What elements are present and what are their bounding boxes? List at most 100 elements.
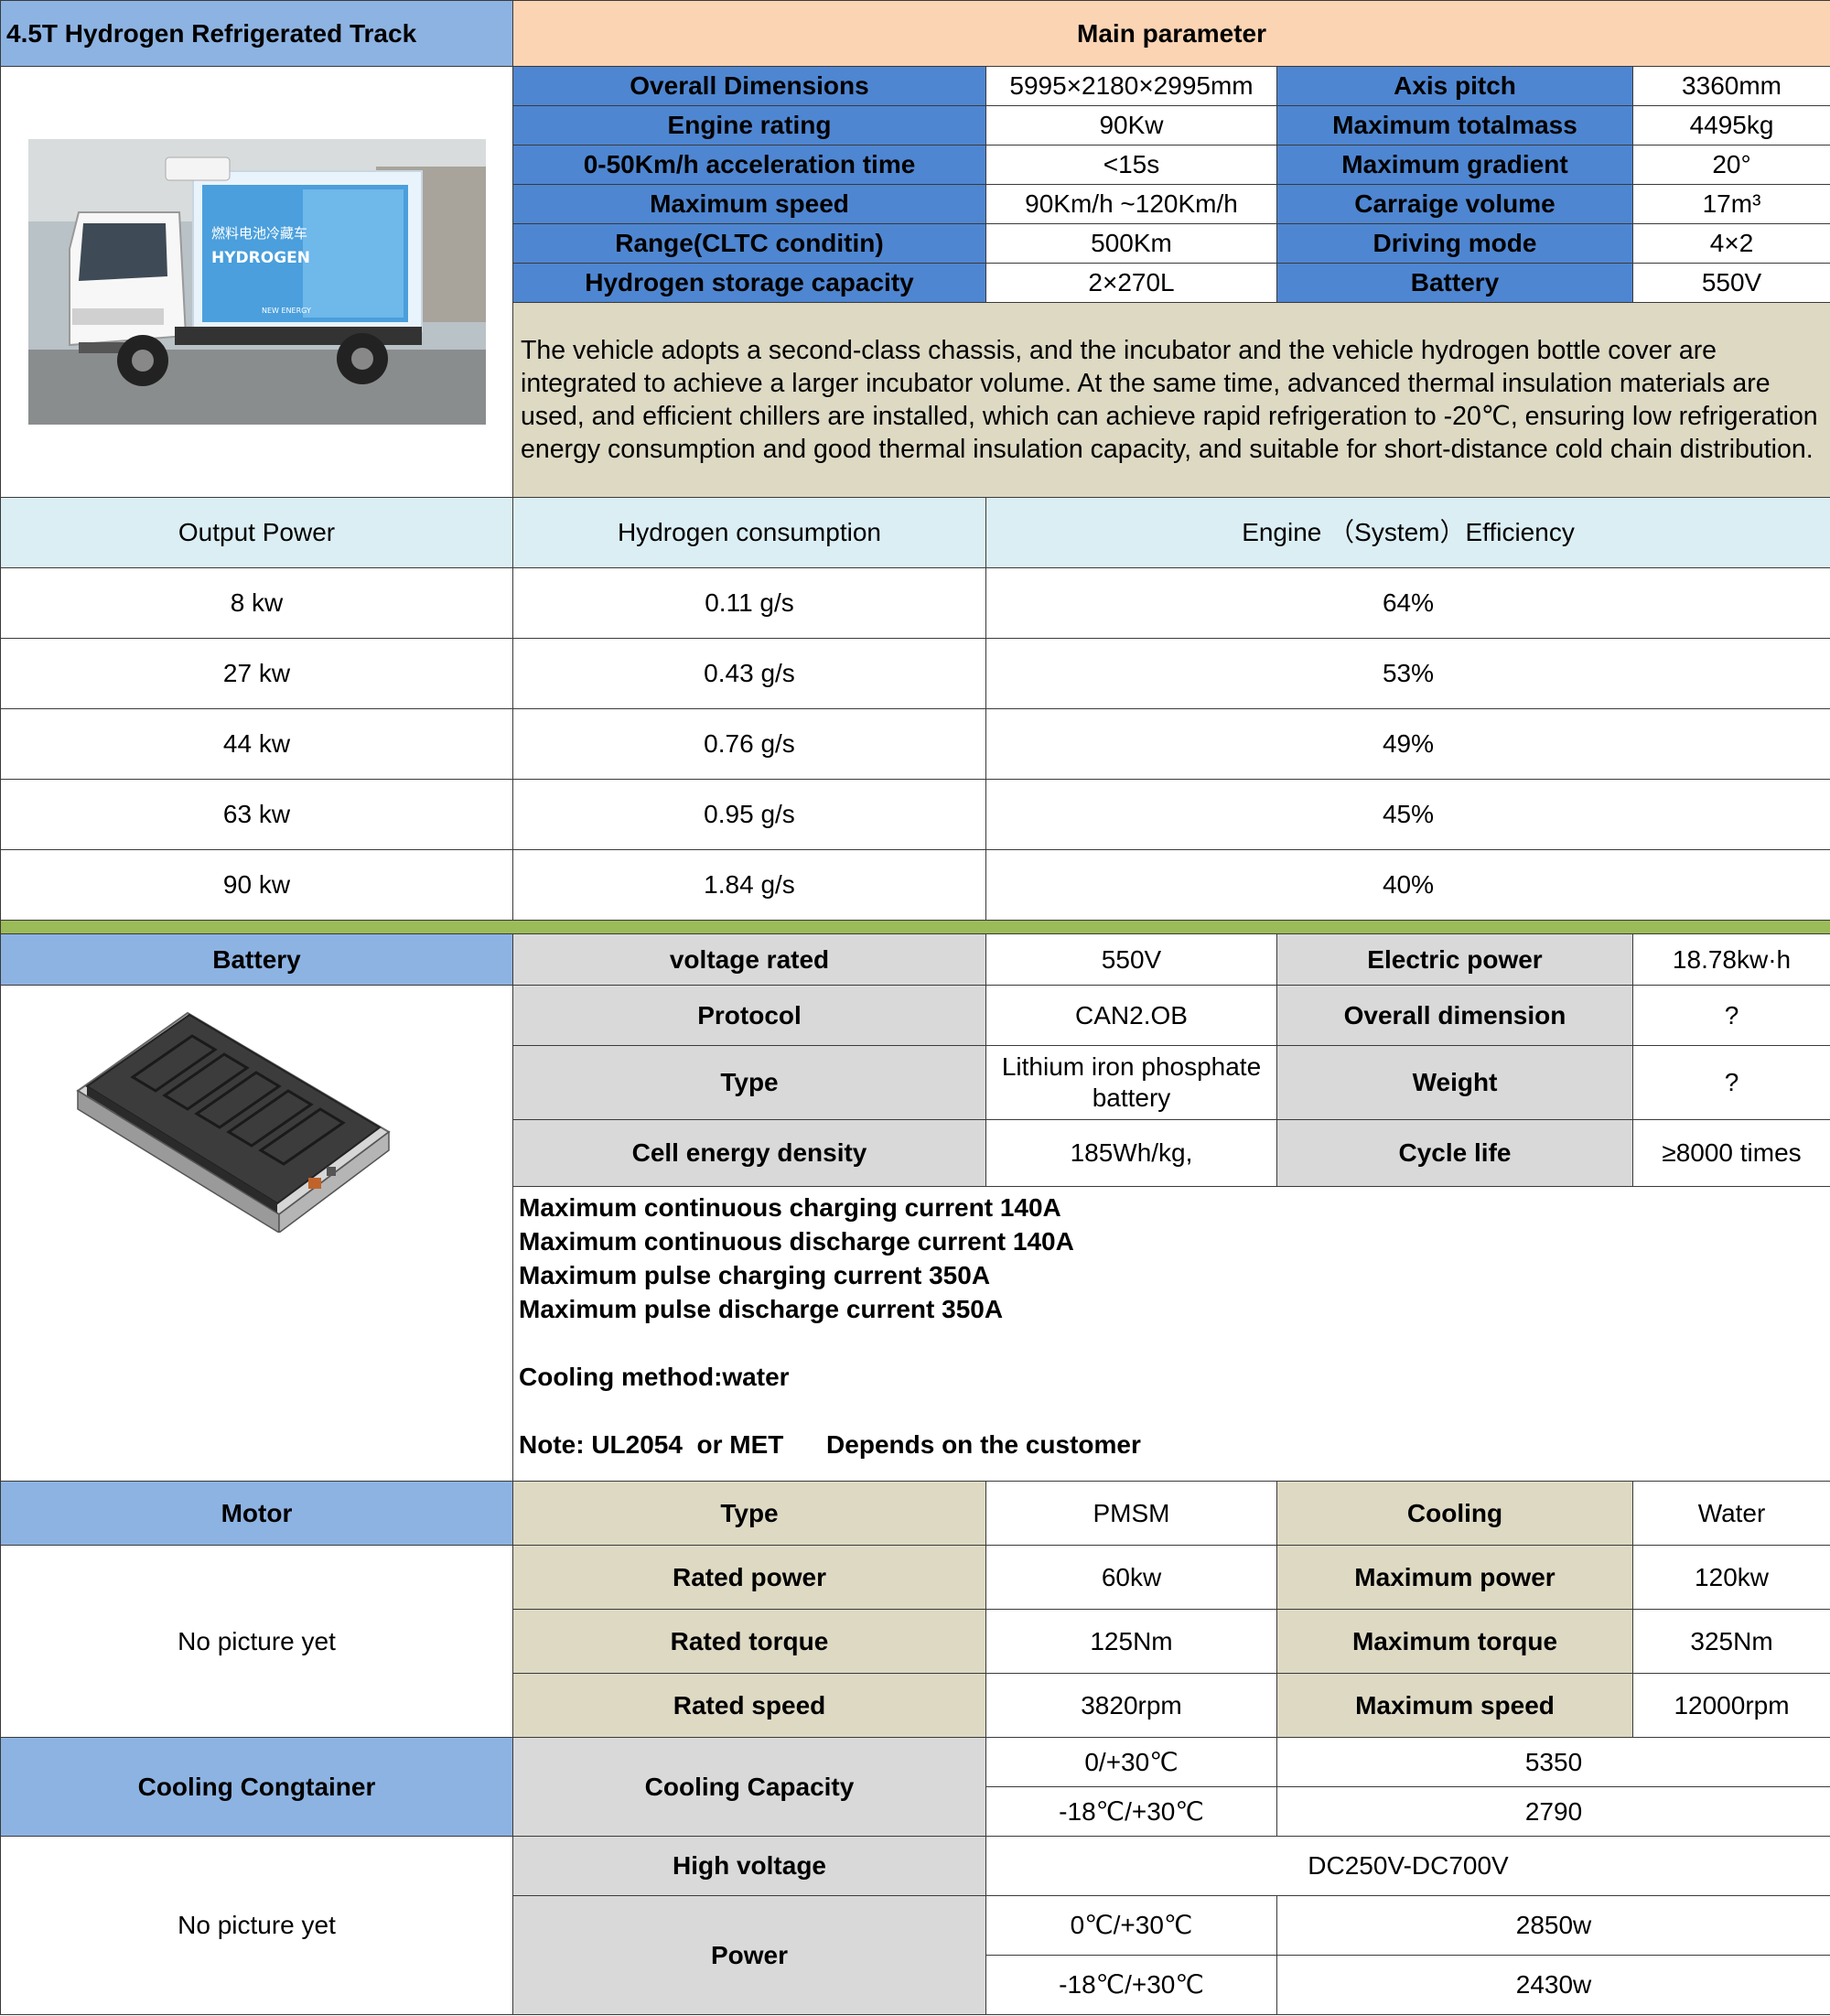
cooling-capacity-condition: 0/+30℃: [985, 1737, 1277, 1787]
param-value: 3360mm: [1631, 66, 1830, 106]
high-voltage-value: DC250V-DC700V: [985, 1836, 1830, 1896]
power-condition: -18℃/+30℃: [985, 1955, 1277, 2015]
param-label: Carraige volume: [1276, 184, 1633, 224]
perf-output: 90 kw: [0, 849, 513, 921]
battery-label: Cycle life: [1276, 1119, 1633, 1187]
battery-note-line: Maximum continuous charging current 140A: [519, 1193, 1061, 1222]
power-condition: 0℃/+30℃: [985, 1895, 1277, 1956]
param-label: Driving mode: [1276, 223, 1633, 264]
battery-value: ≥8000 times: [1631, 1119, 1830, 1187]
high-voltage-label: High voltage: [512, 1836, 986, 1896]
battery-header: Battery: [0, 933, 513, 986]
param-label: Hydrogen storage capacity: [512, 263, 986, 303]
battery-note-line: Note: UL2054 or MET Depends on the custo…: [519, 1430, 1141, 1459]
perf-header-efficiency: Engine （System）Efficiency: [985, 497, 1830, 568]
perf-efficiency: 53%: [985, 638, 1830, 709]
battery-value: 185Wh/kg,: [985, 1119, 1277, 1187]
power-value: 2430w: [1276, 1955, 1830, 2015]
param-label: 0-50Km/h acceleration time: [512, 145, 986, 185]
truck-label-energy: NEW ENERGY: [262, 307, 311, 315]
motor-value: 125Nm: [985, 1609, 1277, 1674]
truck-label-cn: 燃料电池冷藏车: [211, 225, 307, 242]
motor-value: Water: [1631, 1481, 1830, 1546]
power-value: 2850w: [1276, 1895, 1830, 1956]
perf-consumption: 0.11 g/s: [512, 567, 986, 639]
perf-output: 63 kw: [0, 779, 513, 850]
sheet-title: 4.5T Hydrogen Refrigerated Track: [0, 0, 513, 67]
perf-efficiency: 40%: [985, 849, 1830, 921]
cooling-picture-placeholder: No picture yet: [0, 1836, 513, 2015]
motor-value: 60kw: [985, 1545, 1277, 1610]
param-label: Range(CLTC conditin): [512, 223, 986, 264]
battery-value: Lithium iron phosphate battery: [985, 1045, 1277, 1120]
motor-label: Rated torque: [512, 1609, 986, 1674]
param-value: 5995×2180×2995mm: [985, 66, 1277, 106]
motor-header: Motor: [0, 1481, 513, 1546]
param-value: 500Km: [985, 223, 1277, 264]
section-divider: [0, 920, 1830, 934]
battery-note-line: Maximum pulse charging current 350A: [519, 1261, 991, 1289]
perf-header-output: Output Power: [0, 497, 513, 568]
param-label: Engine rating: [512, 105, 986, 146]
motor-label: Cooling: [1276, 1481, 1633, 1546]
param-value: 90Kw: [985, 105, 1277, 146]
table-row: 90 kw 1.84 g/s 40%: [0, 849, 1830, 921]
motor-label: Rated speed: [512, 1673, 986, 1738]
table-row: 44 kw 0.76 g/s 49%: [0, 708, 1830, 780]
battery-label: Cell energy density: [512, 1119, 986, 1187]
motor-picture-placeholder: No picture yet: [0, 1545, 513, 1738]
battery-value: ?: [1631, 985, 1830, 1046]
vehicle-description: The vehicle adopts a second-class chassi…: [511, 302, 1830, 498]
motor-value: 12000rpm: [1631, 1673, 1830, 1738]
motor-label: Maximum torque: [1276, 1609, 1633, 1674]
table-row: 63 kw 0.95 g/s 45%: [0, 779, 1830, 850]
battery-label: Weight: [1276, 1045, 1633, 1120]
battery-pack-image: [76, 1011, 391, 1233]
battery-value: 18.78kw·h: [1631, 933, 1830, 986]
cooling-capacity-condition: -18℃/+30℃: [985, 1786, 1277, 1837]
cooling-capacity-value: 5350: [1276, 1737, 1830, 1787]
param-value: 90Km/h ~120Km/h: [985, 184, 1277, 224]
battery-note-line: Maximum pulse discharge current 350A: [519, 1295, 1004, 1323]
param-value: 17m³: [1631, 184, 1830, 224]
motor-value: 325Nm: [1631, 1609, 1830, 1674]
param-label: Maximum speed: [512, 184, 986, 224]
perf-efficiency: 64%: [985, 567, 1830, 639]
battery-note-line: Cooling method:water: [519, 1363, 790, 1391]
param-value: 2×270L: [985, 263, 1277, 303]
perf-output: 44 kw: [0, 708, 513, 780]
perf-consumption: 0.43 g/s: [512, 638, 986, 709]
perf-output: 8 kw: [0, 567, 513, 639]
motor-label: Maximum speed: [1276, 1673, 1633, 1738]
truck-photo: 燃料电池冷藏车 HYDROGEN NEW ENERGY: [27, 139, 486, 425]
table-row: 27 kw 0.43 g/s 53%: [0, 638, 1830, 709]
battery-value: ?: [1631, 1045, 1830, 1120]
motor-label: Maximum power: [1276, 1545, 1633, 1610]
perf-consumption: 1.84 g/s: [512, 849, 986, 921]
battery-label: Type: [512, 1045, 986, 1120]
motor-label: Type: [512, 1481, 986, 1546]
param-label: Battery: [1276, 263, 1633, 303]
truck-photo-cell: 燃料电池冷藏车 HYDROGEN NEW ENERGY: [0, 66, 513, 498]
cooling-capacity-label: Cooling Capacity: [512, 1737, 986, 1837]
param-value: 4×2: [1631, 223, 1830, 264]
table-row: 8 kw 0.11 g/s 64%: [0, 567, 1830, 639]
battery-image-cell: [0, 985, 513, 1482]
param-value: 550V: [1631, 263, 1830, 303]
battery-label: Overall dimension: [1276, 985, 1633, 1046]
param-label: Maximum totalmass: [1276, 105, 1633, 146]
cooling-header: Cooling Congtainer: [0, 1737, 513, 1837]
battery-value: CAN2.OB: [985, 985, 1277, 1046]
perf-efficiency: 45%: [985, 779, 1830, 850]
cooling-capacity-value: 2790: [1276, 1786, 1830, 1837]
motor-value: 3820rpm: [985, 1673, 1277, 1738]
battery-label: Protocol: [512, 985, 986, 1046]
battery-label: voltage rated: [512, 933, 986, 986]
param-label: Axis pitch: [1276, 66, 1633, 106]
motor-label: Rated power: [512, 1545, 986, 1610]
power-label: Power: [512, 1895, 986, 2015]
param-value: 20°: [1631, 145, 1830, 185]
perf-efficiency: 49%: [985, 708, 1830, 780]
param-value: <15s: [985, 145, 1277, 185]
